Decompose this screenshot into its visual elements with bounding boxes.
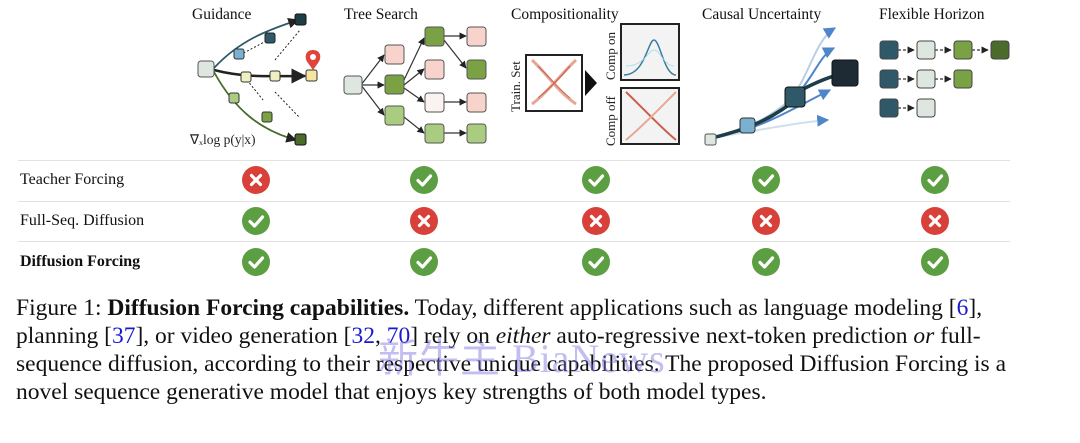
row-label-teacher-forcing: Teacher Forcing [20, 171, 125, 188]
column-header-compositionality: Compositionality [511, 6, 619, 23]
caption-text: auto-regressive next-token prediction [550, 323, 914, 349]
row-separator [18, 241, 1010, 242]
compositionality-diagram: Train. Set Comp on Comp off [508, 23, 680, 146]
tree-search-diagram [360, 32, 467, 137]
figure-illustrations: ∇ₓlog p(y|x) Train. Set [189, 13, 1010, 147]
check-icon [752, 248, 780, 276]
column-header-guidance: Guidance [192, 6, 252, 23]
citation-link[interactable]: 37 [111, 323, 136, 349]
row-separator [18, 201, 1010, 202]
caption-emphasis: either [495, 323, 551, 349]
column-header-causal-uncertainty: Causal Uncertainty [702, 6, 822, 23]
cross-icon [242, 166, 270, 194]
caption-emphasis: or [913, 323, 935, 349]
cross-icon [582, 207, 610, 235]
cross-icon [752, 207, 780, 235]
column-header-flexible-horizon: Flexible Horizon [879, 6, 985, 23]
check-icon [752, 166, 780, 194]
cross-icon [921, 207, 949, 235]
guidance-formula: ∇ₓlog p(y|x) [189, 132, 256, 147]
check-icon [410, 166, 438, 194]
row-label-diffusion-forcing: Diffusion Forcing [20, 253, 141, 270]
watermark: 新牛主 BiaNews [378, 336, 666, 381]
citation-link[interactable]: 32 [351, 323, 375, 349]
check-icon [582, 248, 610, 276]
check-icon [582, 166, 610, 194]
caption-text: ] rely on [410, 323, 496, 349]
row-separator [18, 160, 1010, 161]
figure-caption: Figure 1: Diffusion Forcing capabilities… [16, 294, 1026, 406]
cross-icon [410, 207, 438, 235]
caption-text: , [374, 323, 387, 349]
caption-title: Diffusion Forcing capabilities. [107, 295, 410, 321]
check-icon [921, 248, 949, 276]
check-icon [242, 248, 270, 276]
check-icon [242, 207, 270, 235]
caption-text: ], or video generation [ [135, 323, 352, 349]
comp-off-label: Comp off [603, 95, 618, 146]
flexible-horizon-diagram [879, 40, 1010, 118]
causal-uncertainty-diagram [704, 27, 859, 146]
guidance-diagram: ∇ₓlog p(y|x) [189, 13, 321, 147]
caption-text: Today, different applications such as la… [409, 295, 957, 321]
check-icon [921, 166, 949, 194]
citation-link[interactable]: 70 [386, 323, 411, 349]
check-icon [410, 248, 438, 276]
comp-on-label: Comp on [603, 31, 618, 80]
caption-text: ], planning [ [16, 295, 983, 349]
train-set-label: Train. Set [508, 61, 523, 112]
figure-number: Figure 1: [16, 295, 102, 321]
row-label-full-seq-diffusion: Full-Seq. Diffusion [20, 212, 145, 229]
caption-text: full-sequence diffusion, according to th… [16, 323, 1007, 405]
citation-link[interactable]: 6 [956, 295, 969, 321]
column-header-tree-search: Tree Search [344, 6, 418, 23]
